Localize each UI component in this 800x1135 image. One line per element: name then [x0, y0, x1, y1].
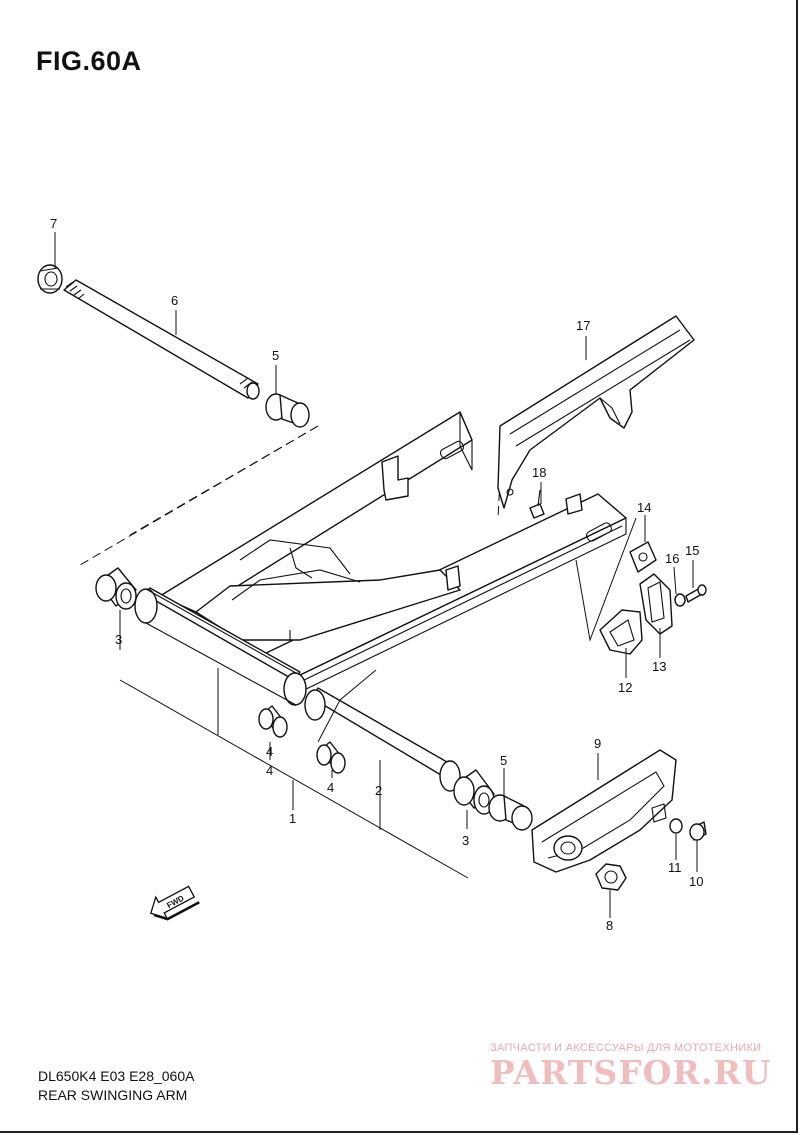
watermark-tagline: ЗАПЧАСТИ И АКСЕССУАРЫ ДЛЯ МОТОТЕХНИКИ	[490, 1042, 762, 1054]
fwd-arrow-icon: FWD	[149, 885, 200, 921]
callout-16: 16	[665, 551, 679, 566]
callout-11: 11	[668, 860, 682, 875]
callout-7: 7	[50, 216, 57, 231]
part-13-chain-adjuster	[639, 573, 673, 635]
callout-2: 2	[375, 783, 382, 798]
part-17-chain-guard	[497, 315, 695, 509]
callout-4-a: 4	[266, 744, 273, 759]
callout-12: 12	[618, 680, 632, 695]
callout-3-left: 3	[115, 632, 122, 647]
swing-arm-body	[134, 411, 627, 706]
callout-14: 14	[637, 500, 651, 515]
callout-6: 6	[171, 293, 178, 308]
callout-5-lower: 5	[500, 753, 507, 768]
part-16-washer	[674, 593, 686, 607]
part-18-screw	[529, 489, 545, 519]
part-7-pivot-nut	[37, 264, 63, 294]
part-9-chain-cover	[531, 749, 677, 873]
part-2-spacer-tube	[304, 687, 461, 792]
part-3-bearing-left	[95, 567, 137, 610]
callout-18: 18	[532, 465, 546, 480]
model-code: DL650K4 E03 E28_060A	[38, 1068, 195, 1084]
callout-4-b: 4	[266, 763, 273, 778]
part-11-washer	[669, 818, 683, 834]
callout-8: 8	[606, 918, 613, 933]
figure-title: FIG.60A	[36, 46, 142, 76]
part-5-collar-upper	[265, 393, 310, 428]
callout-3-right: 3	[462, 833, 469, 848]
callout-5-upper: 5	[272, 348, 279, 363]
part-15-adjuster-bolt	[685, 584, 707, 603]
part-4-needle-bearing-a	[258, 705, 288, 738]
part-10-bolt	[689, 821, 707, 841]
callout-4-c: 4	[327, 780, 334, 795]
callout-leader-lines	[54, 232, 698, 918]
diagram-caption: REAR SWINGING ARM	[38, 1087, 188, 1103]
part-6-pivot-shaft	[63, 279, 260, 400]
part-12-adjuster-bracket	[599, 609, 643, 655]
part-8-nut	[595, 863, 627, 891]
callout-13: 13	[652, 659, 666, 674]
watermark-brand: PARTSFOR.RU	[490, 1053, 772, 1092]
part-4-needle-bearing-b	[316, 741, 346, 774]
callout-9: 9	[594, 736, 601, 751]
part-5-collar-lower	[488, 794, 533, 831]
callout-17: 17	[576, 318, 590, 333]
part-14-adjuster-plate	[629, 541, 657, 573]
callout-numbers: 7 6 5 3 4 4 4 2 1 3 5 9 8 11 10 17 18 14…	[50, 216, 703, 933]
callout-10: 10	[689, 874, 703, 889]
callout-1: 1	[289, 811, 296, 826]
callout-15: 15	[685, 543, 699, 558]
